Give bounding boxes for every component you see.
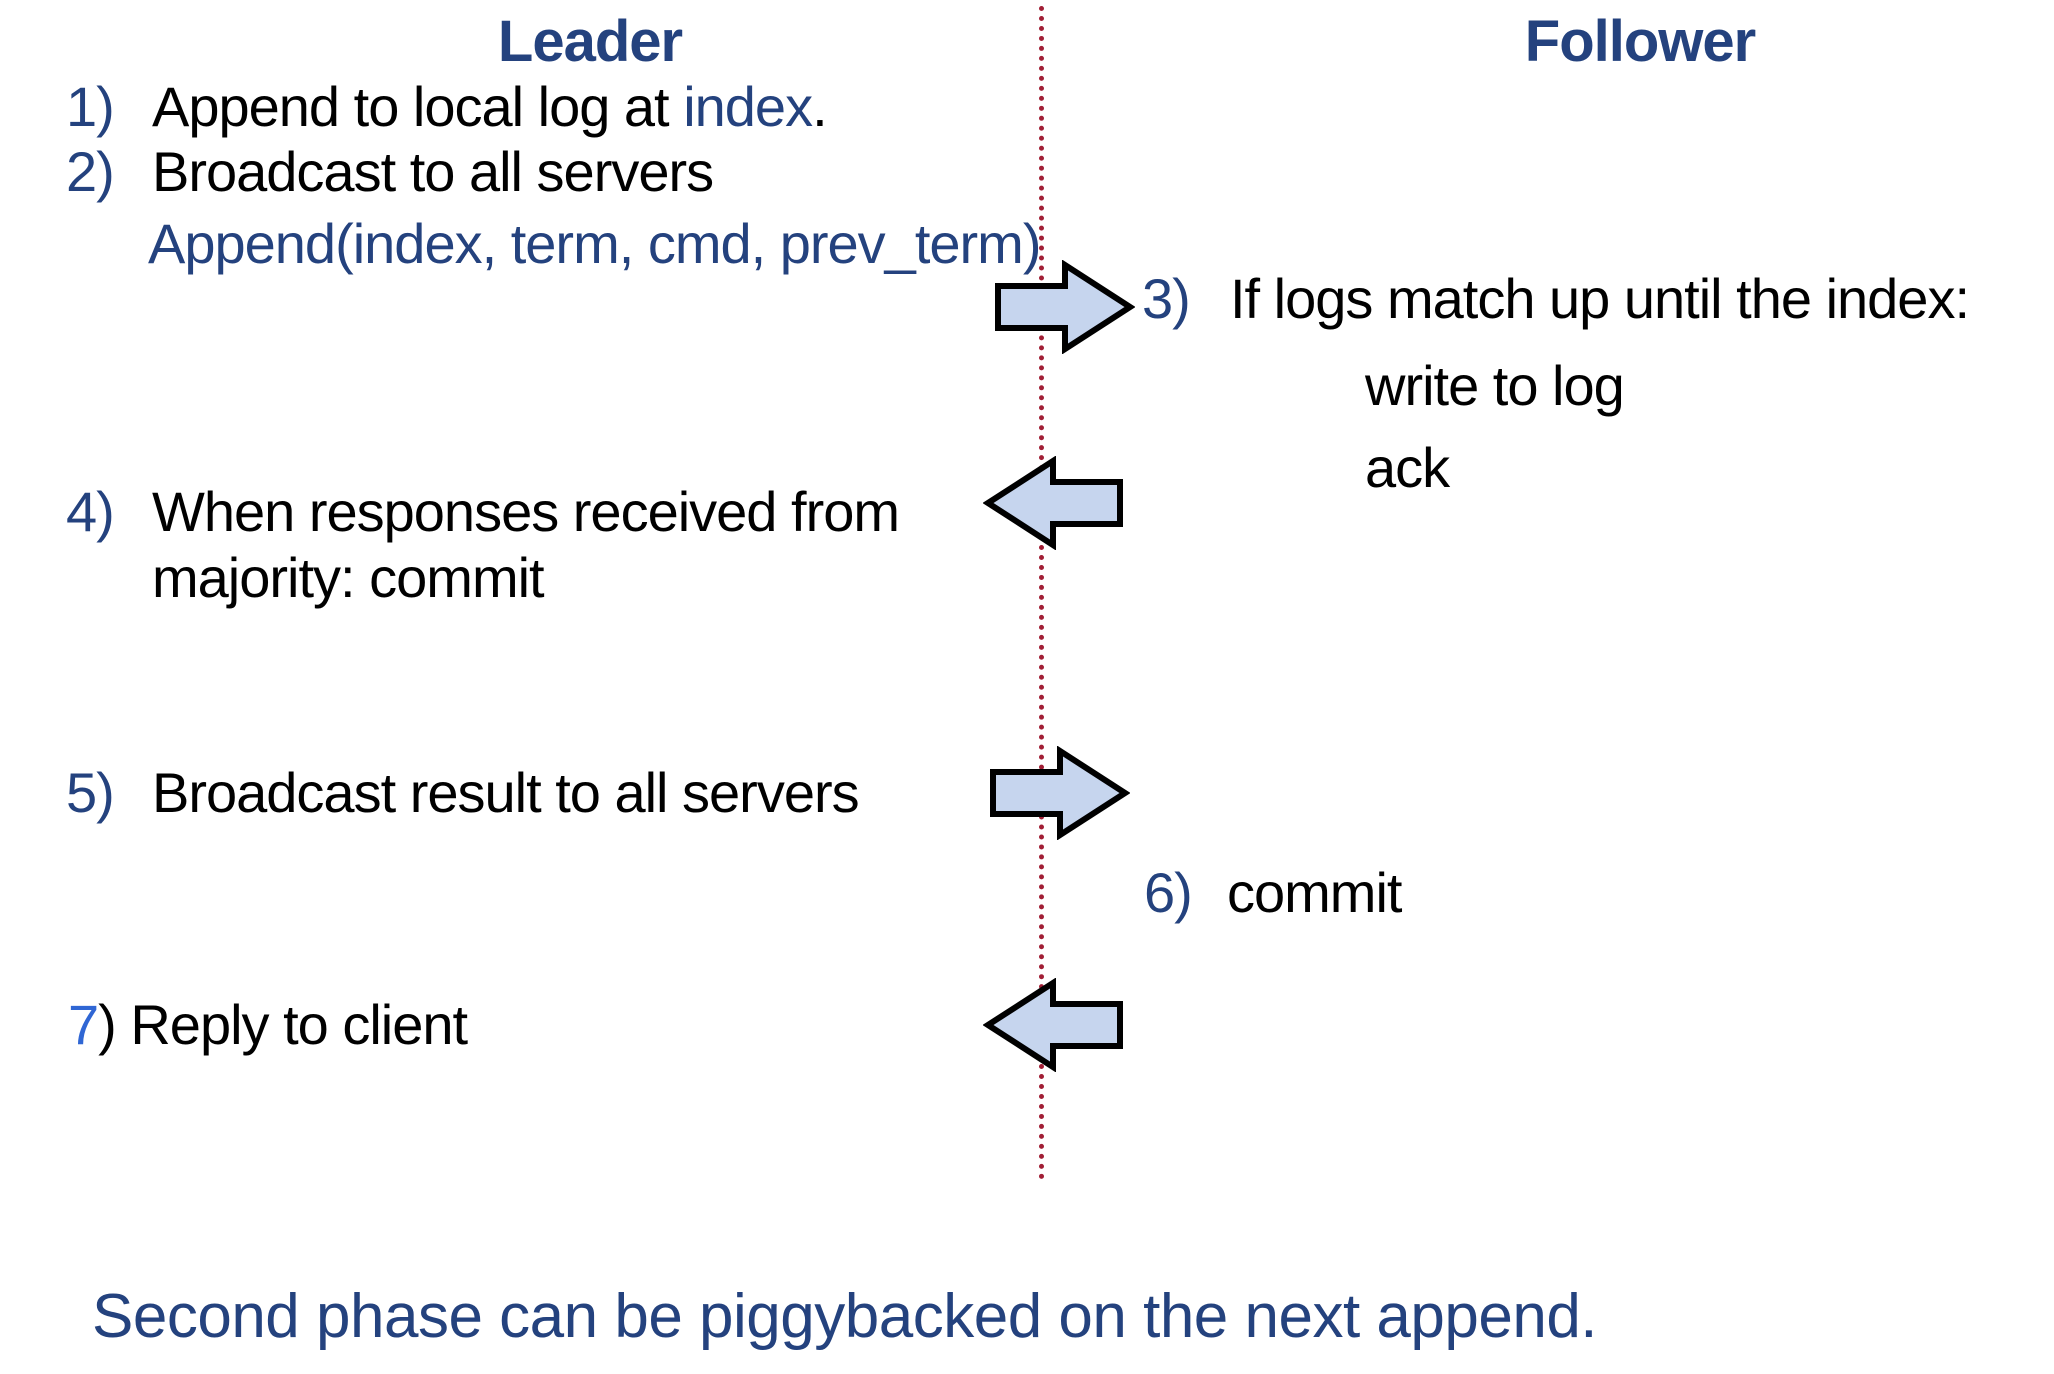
step-1-index-keyword: index [683, 75, 813, 138]
step-5-text: Broadcast result to all servers [152, 761, 860, 824]
leader-follower-divider-dotted-line [1039, 6, 1044, 1180]
block-arrow-right-icon [990, 746, 1130, 840]
block-arrow-left-icon [983, 456, 1123, 550]
step-5: 5) Broadcast result to all servers [66, 761, 860, 824]
step-3: 3) If logs match up until the index: [1142, 267, 1970, 330]
step-3-sub-write: write to log [1365, 354, 1625, 417]
leader-column-heading: Leader [497, 9, 683, 74]
step-4: 4) When responses received from [66, 480, 900, 543]
step-2-rpc-call: Append(index, term, cmd, prev_term) [148, 212, 1041, 275]
step-4-text-line1: When responses received from [152, 480, 900, 543]
step-4-number: 4) [66, 480, 115, 543]
block-arrow-right-icon [995, 260, 1135, 354]
step-7-text: ) Reply to client [98, 993, 468, 1056]
step-7-number: 7 [68, 993, 99, 1056]
step-2-number: 2) [66, 140, 115, 203]
step-6-text: commit [1227, 861, 1402, 924]
step-5-number: 5) [66, 761, 115, 824]
step-7: 7) Reply to client [68, 993, 468, 1056]
block-arrow-left-icon [983, 978, 1123, 1072]
step-3-sub-ack: ack [1365, 436, 1450, 499]
step-1-number: 1) [66, 75, 115, 138]
step-6: 6) commit [1144, 861, 1402, 924]
footer-note: Second phase can be piggybacked on the n… [92, 1282, 1598, 1351]
step-2: 2) Broadcast to all servers [66, 140, 714, 203]
step-3-text: If logs match up until the index: [1230, 267, 1970, 330]
step-4-text-line2: majority: commit [152, 546, 545, 609]
step-1-text: Append to local log at index. [152, 75, 828, 138]
step-2-text: Broadcast to all servers [152, 140, 714, 203]
step-3-number: 3) [1142, 267, 1191, 330]
step-1: 1) Append to local log at index. [66, 75, 828, 138]
step-6-number: 6) [1144, 861, 1193, 924]
follower-column-heading: Follower [1524, 9, 1756, 74]
